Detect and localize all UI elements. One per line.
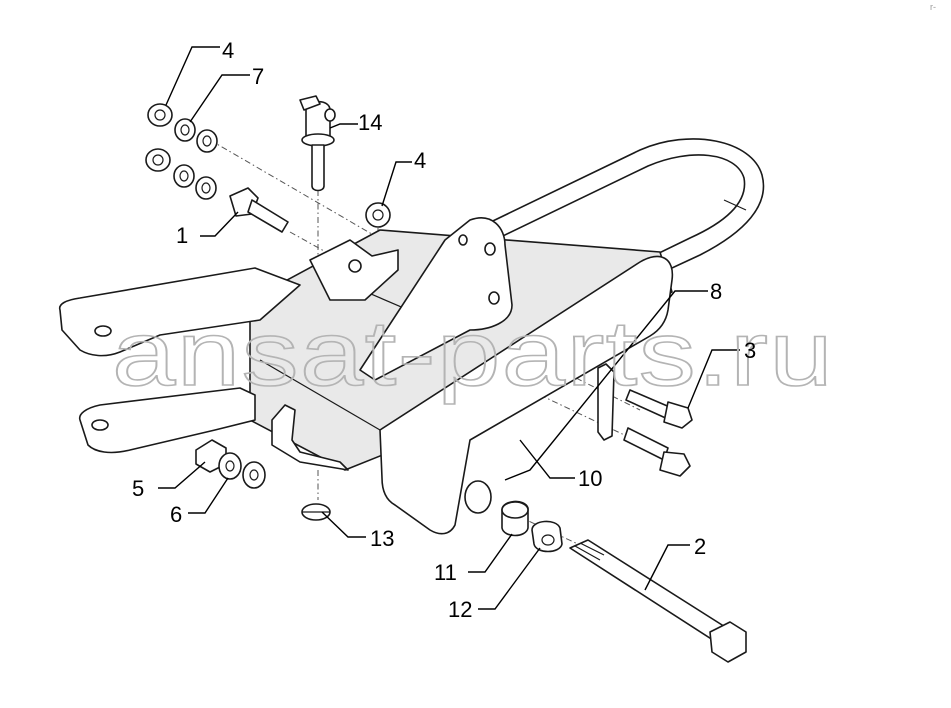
pin-14 — [299, 95, 336, 192]
callout-13: 13 — [370, 526, 394, 551]
callout-4-top: 4 — [222, 38, 234, 63]
callout-10: 10 — [578, 466, 602, 491]
callout-labels: 4 7 14 4 1 8 3 10 5 6 13 2 11 12 — [132, 38, 756, 622]
callout-14: 14 — [358, 110, 382, 135]
callout-1: 1 — [176, 223, 188, 248]
bolt-1 — [229, 187, 289, 233]
clamp-plate — [597, 363, 615, 441]
callout-7: 7 — [252, 64, 264, 89]
nut-washers-bottom — [195, 439, 266, 489]
watermark: ansat-parts.ru — [112, 303, 834, 405]
callout-5: 5 — [132, 476, 144, 501]
callout-11: 11 — [434, 560, 457, 585]
beam-hole — [464, 480, 492, 514]
bolts-3 — [623, 389, 693, 477]
callout-12: 12 — [448, 597, 472, 622]
callout-6: 6 — [170, 502, 182, 527]
corner-mark: r- — [930, 2, 936, 12]
callout-4-mid: 4 — [414, 148, 426, 173]
nuts-washers-top — [145, 103, 391, 228]
bushings — [501, 500, 563, 553]
callout-8: 8 — [710, 279, 722, 304]
callout-2: 2 — [694, 534, 706, 559]
clip-13 — [301, 503, 331, 521]
leader-lines — [158, 46, 740, 610]
left-arms — [58, 267, 301, 454]
callout-3: 3 — [744, 338, 756, 363]
upper-bracket — [309, 217, 513, 381]
hook-plate — [271, 404, 349, 471]
bolt-2 — [569, 539, 747, 663]
